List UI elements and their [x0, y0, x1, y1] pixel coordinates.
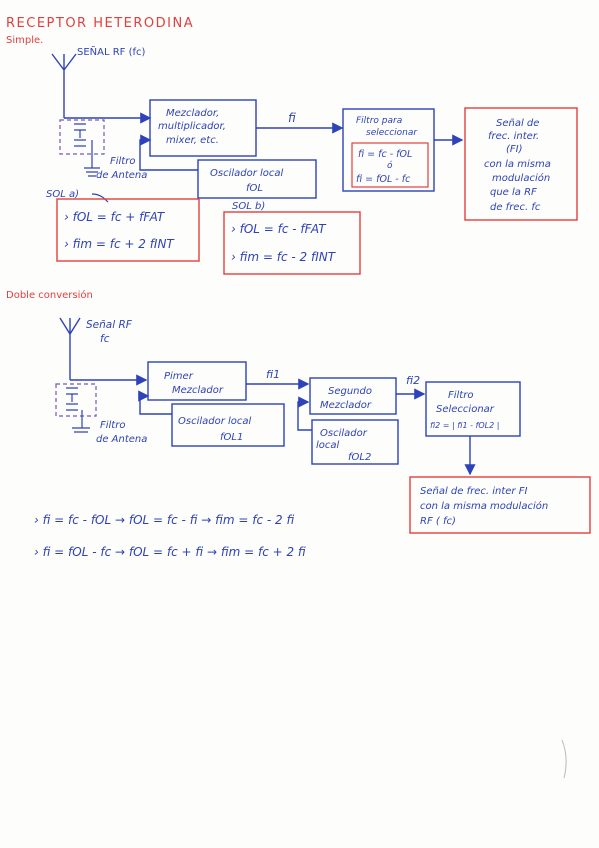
double-filter-block: [425, 381, 521, 437]
double-osc1-label-2: fOL1: [220, 432, 243, 443]
simple-output-2: frec. inter.: [488, 131, 539, 142]
simple-mixer-label-1: Mezclador,: [166, 108, 219, 119]
simple-filter-formula-2: ó: [387, 160, 393, 171]
sol-b-line-1: › fOL = fc - fFAT: [231, 222, 327, 236]
simple-output-3: (FI): [506, 144, 523, 155]
antenna-filter-icon: [59, 119, 105, 177]
simple-filter-label-1: Filtro: [110, 156, 135, 167]
section-simple-label: Simple.: [6, 35, 43, 46]
page-title: RECEPTOR HETERODINA: [6, 16, 194, 31]
double-osc1-block: [171, 403, 285, 447]
sol-b-line-2: › fim = fc - 2 fINT: [231, 250, 337, 264]
simple-output-7: de frec. fc: [490, 202, 541, 213]
simple-output-box: [464, 107, 578, 221]
double-output-2: con la misma modulación: [420, 500, 548, 512]
simple-filter-formula-box: [351, 142, 429, 188]
double-mixer2-label-2: Mezclador: [320, 400, 372, 411]
section-double-label: Doble conversión: [6, 289, 93, 301]
antenna-icon: [59, 317, 81, 380]
formula-line-2: › fi = fOL - fc → fOL = fc + fi → fim = …: [34, 545, 306, 559]
simple-mixer-label-3: mixer, etc.: [166, 135, 219, 146]
double-mixer1-label-1: Pimer: [164, 371, 194, 382]
double-filter-label2-1: Filtro: [448, 390, 473, 401]
sol-a-box: [56, 198, 200, 262]
sol-a-line-1: › fOL = fc + fFAT: [64, 210, 166, 224]
simple-oscillator-block: [197, 159, 317, 199]
simple-osc-label-2: fOL: [246, 183, 263, 194]
double-output-3: RF ( fc): [420, 516, 456, 527]
double-filter-label2-2: Seleccionar: [436, 404, 495, 415]
sol-b-label: SOL b): [232, 201, 265, 212]
simple-output-5: modulación: [492, 172, 550, 184]
simple-output-4: con la misma: [484, 159, 551, 170]
double-osc2-label-1: Oscilador: [320, 428, 368, 439]
simple-filter-label-2: de Antena: [96, 170, 147, 181]
sol-a-line-2: › fim = fc + 2 fINT: [64, 237, 175, 251]
simple-fi-label: fi: [288, 111, 296, 125]
double-output-1: Señal de frec. inter FI: [420, 486, 527, 497]
simple-antenna-label: SEÑAL RF (fc): [77, 45, 146, 58]
simple-filter-block: [342, 108, 435, 192]
antenna-filter-icon: [55, 383, 97, 433]
sol-b-box: [223, 211, 361, 275]
double-mixer2-label-1: Segundo: [328, 386, 372, 397]
pencil-mark: [561, 739, 567, 779]
double-mixer1-label-2: Mezclador: [172, 385, 224, 396]
double-fi2-label: fi2: [406, 374, 420, 387]
simple-filter-formula-1: fi = fc - fOL: [358, 149, 412, 160]
simple-filter-sel-1: Filtro para: [356, 116, 402, 126]
double-osc2-block: [311, 419, 399, 465]
double-osc2-label-3: fOL2: [348, 452, 371, 463]
antenna-icon: [51, 53, 77, 118]
double-osc2-label-2: local: [316, 440, 340, 451]
double-mixer1-block: [147, 361, 247, 401]
double-mixer2-block: [309, 377, 397, 415]
double-antenna-label-1: Señal RF: [86, 319, 133, 331]
double-fi1-label: fi1: [266, 368, 280, 381]
double-filter-label2-3: fi2 = | fi1 - fOL2 |: [430, 421, 499, 430]
double-output-box: [409, 476, 591, 534]
simple-osc-label-1: Oscilador local: [210, 168, 284, 179]
double-filter-label-2: de Antena: [96, 434, 147, 445]
double-osc1-label-1: Oscilador local: [178, 416, 252, 427]
simple-mixer-label-2: multiplicador,: [158, 121, 226, 132]
sol-a-label: SOL a): [46, 189, 79, 200]
formula-line-1: › fi = fc - fOL → fOL = fc - fi → fim = …: [34, 513, 294, 527]
simple-output-6: que la RF: [490, 187, 537, 198]
simple-filter-formula-3: fi = fOL - fc: [356, 174, 411, 185]
double-antenna-label-2: fc: [100, 333, 110, 345]
double-filter-label-1: Filtro: [100, 420, 125, 431]
simple-output-1: Señal de: [496, 118, 539, 129]
simple-filter-sel-2: seleccionar: [366, 128, 418, 138]
